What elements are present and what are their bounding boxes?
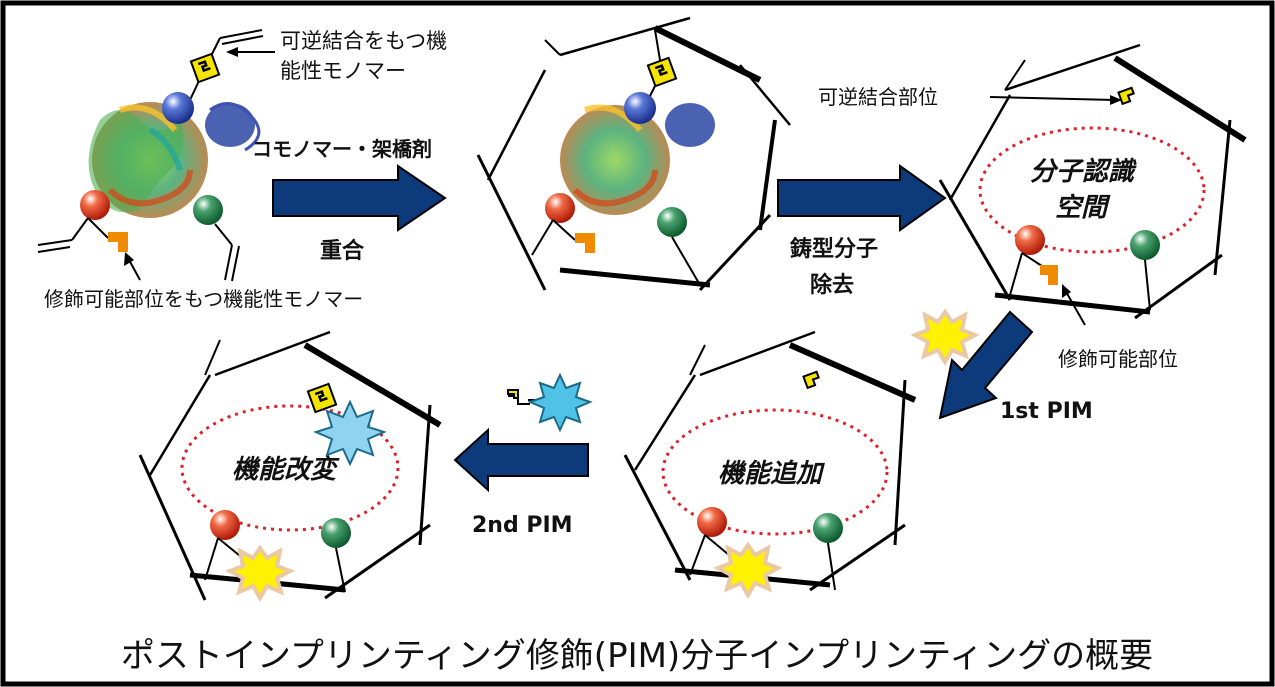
arrow-template-removal — [777, 164, 947, 232]
label-function-added: 機能追加 — [718, 459, 825, 489]
step1-template-protein — [37, 29, 275, 282]
green-sphere — [657, 207, 687, 237]
polymer-frame — [138, 330, 442, 601]
arrow-first-pim — [938, 310, 1034, 420]
polymer-frame — [623, 330, 917, 592]
cavity-outline — [661, 408, 889, 536]
step3-recognition-cavity — [938, 43, 1247, 326]
protein-structure — [88, 102, 261, 218]
green-sphere — [1130, 230, 1160, 260]
green-sphere — [193, 195, 223, 225]
reversible-site-icon — [1117, 86, 1135, 106]
protein-structure — [560, 105, 670, 215]
red-sphere — [80, 190, 110, 220]
label-first-pim: 1st PIM — [1000, 399, 1093, 424]
label-template-removal-2: 除去 — [810, 272, 854, 298]
burst-yellow-icon — [713, 541, 783, 599]
label-modifiable-site: 修飾可能部位 — [1058, 347, 1178, 371]
polymer-frame — [476, 16, 791, 292]
label-reversible-monomer-2: 能性モノマー — [280, 59, 406, 83]
orange-site-icon — [1040, 265, 1058, 285]
reversible-link-icon — [306, 382, 338, 414]
orange-site-icon — [108, 232, 128, 252]
modifier-with-link — [507, 372, 593, 433]
red-sphere — [697, 507, 727, 537]
orange-site-icon — [575, 233, 595, 253]
arrow-second-pim — [453, 427, 589, 493]
red-sphere — [1015, 225, 1045, 255]
blue-sphere — [624, 92, 656, 124]
blue-sphere — [162, 92, 194, 124]
label-polymerization: 重合 — [320, 238, 365, 264]
cavity-outline — [978, 126, 1206, 254]
red-sphere — [545, 193, 575, 223]
red-sphere — [210, 510, 240, 540]
burst-yellow-icon — [225, 544, 295, 602]
green-sphere — [321, 518, 351, 548]
burst-cyan-icon — [527, 372, 593, 433]
label-recognition-space-1: 分子認識 — [1030, 157, 1137, 187]
step4-function-added — [623, 330, 917, 599]
label-recognition-space-2: 空間 — [1055, 193, 1111, 223]
burst-yellow-icon — [910, 308, 980, 366]
label-template-removal-1: 鋳型分子 — [790, 236, 878, 262]
burst-cyan-icon — [313, 399, 387, 467]
step2-polymer-with-template — [476, 16, 791, 292]
arrow-polymerization — [272, 164, 447, 232]
step5-function-modified — [138, 330, 442, 602]
reversible-site-icon — [802, 370, 820, 390]
label-reversible-site: 可逆結合部位 — [818, 85, 938, 109]
label-modifiable-monomer: 修飾可能部位をもつ機能性モノマー — [44, 287, 363, 311]
label-comonomer: コモノマー・架橋剤 — [252, 137, 432, 161]
reversible-link-icon — [646, 56, 678, 88]
reversible-link-icon — [189, 52, 221, 84]
footer-title: ポストインプリンティング修飾(PIM)分子インプリンティングの概要 — [121, 636, 1153, 676]
green-sphere — [813, 513, 843, 543]
label-second-pim: 2nd PIM — [472, 513, 573, 538]
cavity-outline — [180, 404, 400, 532]
label-reversible-monomer-1: 可逆結合をもつ機 — [280, 29, 447, 53]
label-function-modified: 機能改変 — [232, 455, 340, 485]
